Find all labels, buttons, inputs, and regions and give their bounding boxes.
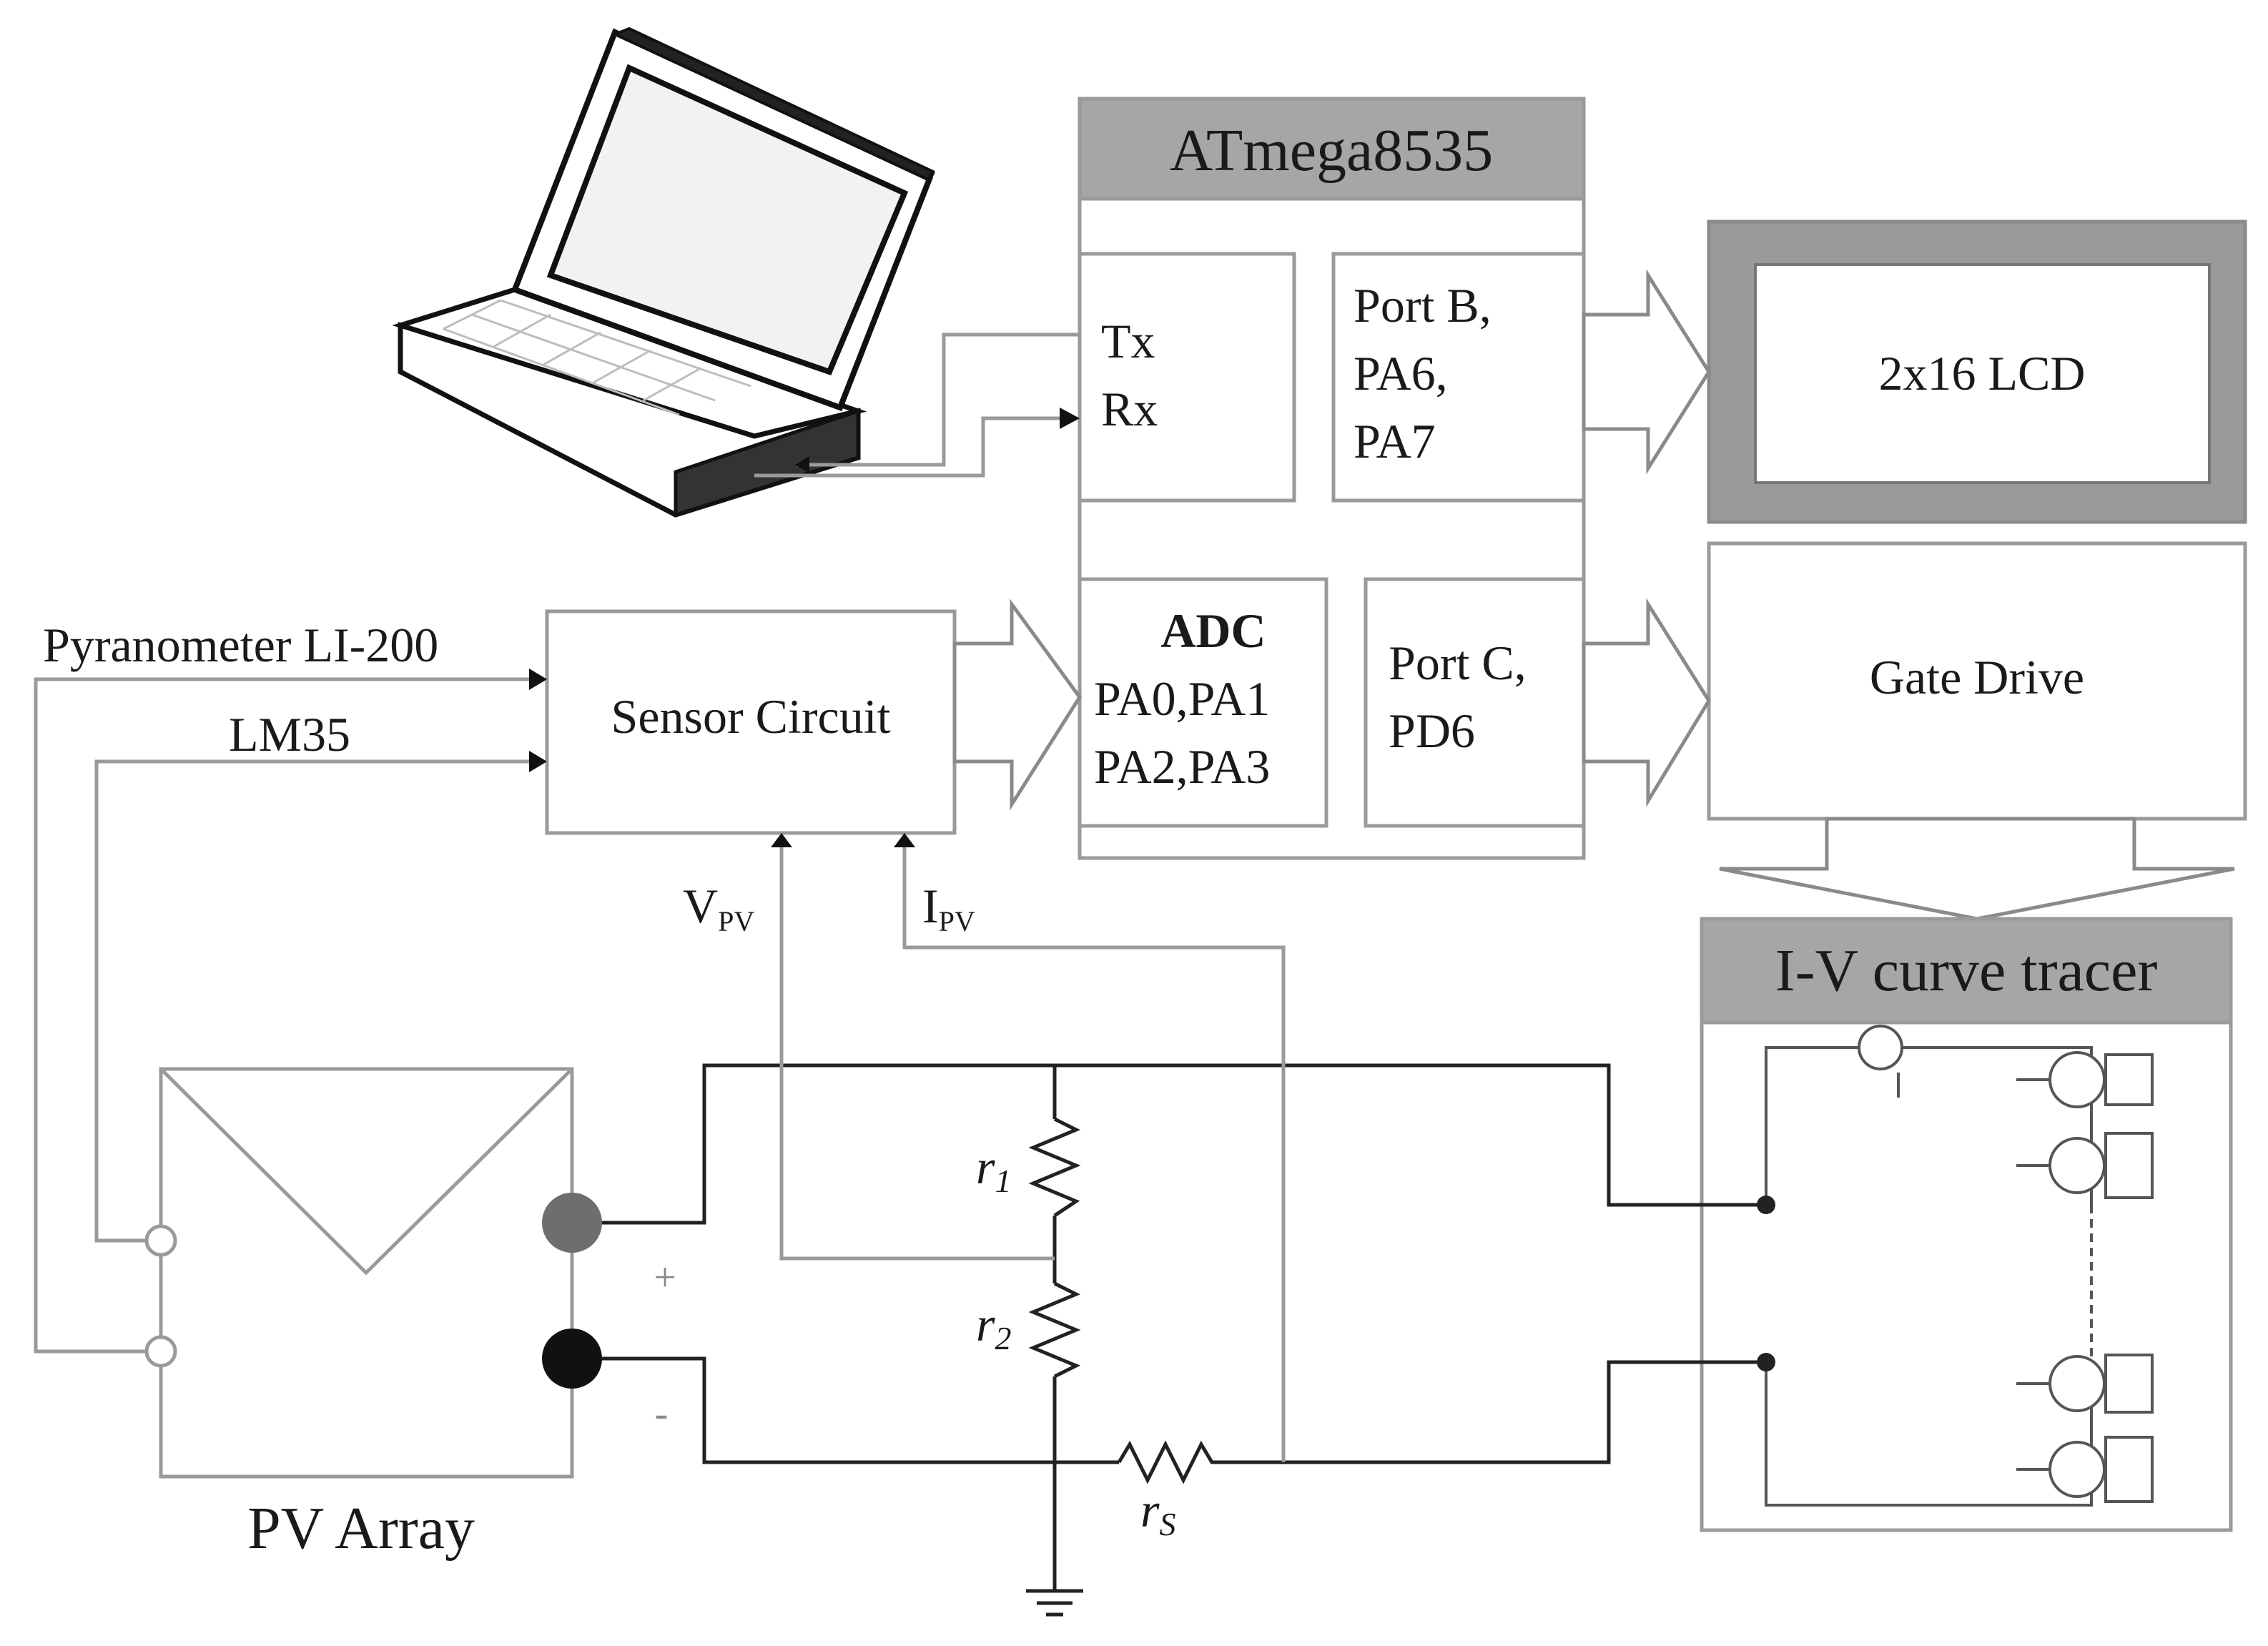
gate-drive-label: Gate Drive	[1870, 650, 2084, 704]
resistor-rs	[1117, 1440, 1223, 1484]
gate-drive-block: Gate Drive	[1707, 541, 2247, 821]
portc-label-line1: Port C,	[1389, 636, 1527, 690]
ipv-label: IPV	[922, 879, 975, 937]
atmega-title-bar	[1078, 97, 1586, 201]
sensor-input-wires	[34, 669, 547, 1354]
adc-pins-line2: PA2,PA3	[1094, 739, 1270, 794]
portc-label-line2: PD6	[1389, 704, 1475, 758]
adc-sub-block	[1078, 577, 1328, 828]
pv-negative-terminal	[542, 1329, 602, 1389]
resistor-r1	[1028, 1117, 1081, 1218]
plus-sign: +	[654, 1256, 676, 1300]
pyranometer-port	[144, 1335, 177, 1368]
tx-label: Tx	[1101, 314, 1155, 368]
resistor-r2	[1028, 1281, 1081, 1379]
minus-sign: -	[655, 1391, 669, 1436]
gate-drive-to-tracer-arrow	[1719, 817, 2235, 921]
rs-label: rS	[1140, 1483, 1175, 1542]
lcd-block: 2x16 LCD	[1707, 220, 2247, 524]
uart-sub-block	[1078, 252, 1296, 503]
portb-label-line3: PA7	[1354, 414, 1436, 468]
sensor-circuit-block: Sensor Circuit	[545, 609, 957, 835]
ground-icon	[1026, 1589, 1083, 1617]
sensor-circuit-label: Sensor Circuit	[611, 689, 891, 744]
laptop-icon	[392, 26, 935, 518]
adc-pins-line1: PA0,PA1	[1094, 671, 1270, 726]
mosfet-switch-circuit	[1765, 1025, 2154, 1507]
r1-label: r1	[976, 1140, 1011, 1199]
pv-array-label: PV Array	[247, 1495, 475, 1562]
portc-sub-block	[1364, 577, 1586, 828]
lcd-label: 2x16 LCD	[1879, 346, 2086, 400]
pv-positive-terminal	[542, 1193, 602, 1253]
r2-label: r2	[976, 1297, 1011, 1356]
serial-link-wires	[754, 332, 1080, 478]
rx-label: Rx	[1101, 382, 1158, 436]
lm35-label: LM35	[229, 707, 350, 762]
iv-curve-tracer-block: I-V curve tracer	[1700, 917, 2233, 1532]
portc-to-gate-drive-arrow	[1582, 598, 1711, 807]
portb-label-line2: PA6,	[1354, 346, 1448, 400]
sensor-to-adc-arrow	[952, 598, 1083, 811]
atmega8535-block: ATmega8535 Tx Rx Port B, PA6, PA7 ADC PA…	[1078, 97, 1586, 860]
portb-to-lcd-arrow	[1582, 269, 1711, 475]
pv-array	[144, 1067, 602, 1479]
pyranometer-label: Pyranometer LI-200	[43, 618, 438, 672]
iv-tracer-title: I-V curve tracer	[1775, 937, 2158, 1004]
power-circuit-wires	[602, 1063, 1766, 1591]
measurement-wires	[771, 833, 1286, 1462]
atmega-title: ATmega8535	[1170, 117, 1494, 184]
lm35-port	[144, 1224, 177, 1257]
vpv-label: VPV	[683, 879, 754, 937]
iv-tracer-title-bar	[1700, 917, 2233, 1025]
portb-label-line1: Port B,	[1354, 278, 1492, 332]
adc-title: ADC	[1160, 603, 1266, 658]
